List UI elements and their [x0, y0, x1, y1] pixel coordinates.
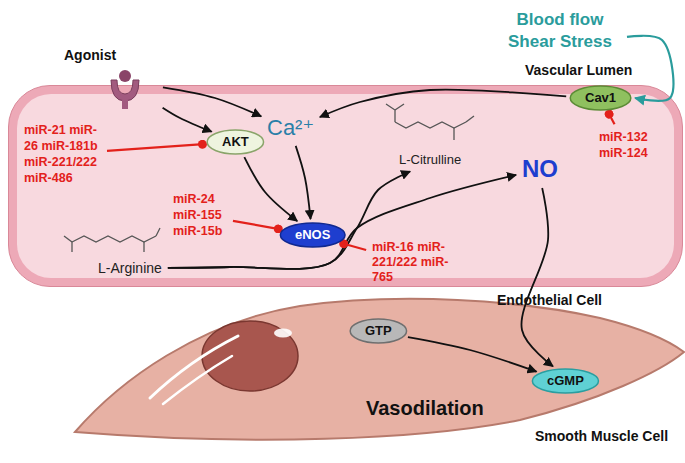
mirna-list: miR-132 miR-124	[596, 127, 655, 163]
ellipse-shape	[532, 369, 598, 393]
ligand	[119, 70, 131, 82]
cav1-ellipse: Cav1	[569, 85, 632, 111]
nucleus-highlight	[274, 329, 292, 338]
effect-label: Vasodilation	[366, 397, 484, 420]
node-text: eNOS	[295, 227, 330, 243]
cell-cytoplasm	[17, 94, 674, 278]
mirna-list: miR-21 miR-26 miR-181b miR-221/222 miR-4…	[21, 120, 104, 188]
endothelial-cell: Endothelial CellmiR-21 miR-26 miR-181b m…	[8, 85, 683, 287]
node-text: NO	[522, 154, 558, 183]
node-text: miR-132 miR-124	[599, 129, 652, 161]
molecule-name: L-Citrulline	[396, 150, 464, 170]
ellipse-shape	[350, 319, 406, 343]
molecule-branch	[71, 242, 72, 252]
node-text: Blood flow Shear Stress	[499, 9, 621, 53]
flow-label: Blood flow Shear Stress	[496, 7, 624, 55]
agonist-receptor: Agonist	[60, 45, 160, 108]
ellipse-shape	[280, 223, 345, 247]
nucleus	[202, 321, 298, 391]
node-text: miR-21 miR-26 miR-181b miR-221/222 miR-4…	[24, 122, 101, 186]
ellipse-shape	[570, 86, 631, 110]
cell-name: Endothelial Cell	[497, 292, 602, 309]
mirna-list: miR-16 miR-221/222 miR-765	[369, 238, 452, 287]
molecule-branch	[453, 128, 454, 140]
nitric-oxide-label: NO	[519, 152, 561, 185]
node-text: L-Arginine	[98, 260, 162, 277]
node-text: cGMP	[547, 373, 584, 389]
gtp-ellipse: GTP	[349, 318, 408, 344]
akt-ellipse: AKT	[206, 129, 265, 155]
cgmp-ellipse: cGMP	[531, 368, 600, 394]
ellipse-shape	[207, 130, 263, 154]
region-label: Vascular Lumen	[525, 62, 632, 78]
cell-membrane	[8, 85, 683, 287]
node-text: Cav1	[585, 90, 616, 106]
node-text: Agonist	[64, 47, 156, 64]
cell-body	[75, 299, 684, 440]
calcium-label: Ca²⁺	[264, 113, 317, 143]
cell-name: Smooth Muscle Cell	[535, 428, 668, 445]
node-text: Ca²⁺	[267, 115, 314, 141]
node-text: miR-24 miR-155 miR-15b	[173, 191, 227, 239]
receptor-stem	[122, 100, 128, 109]
molecule-name: L-Arginine	[95, 258, 165, 279]
molecule-branch	[143, 242, 144, 252]
mirna-list: miR-24 miR-155 miR-15b	[170, 189, 230, 241]
node-text: miR-16 miR-221/222 miR-765	[372, 240, 449, 285]
enos-ellipse: eNOS	[279, 222, 346, 248]
node-text: AKT	[222, 134, 249, 150]
node-text: GTP	[365, 323, 392, 339]
node-text: L-Citrulline	[399, 152, 461, 168]
